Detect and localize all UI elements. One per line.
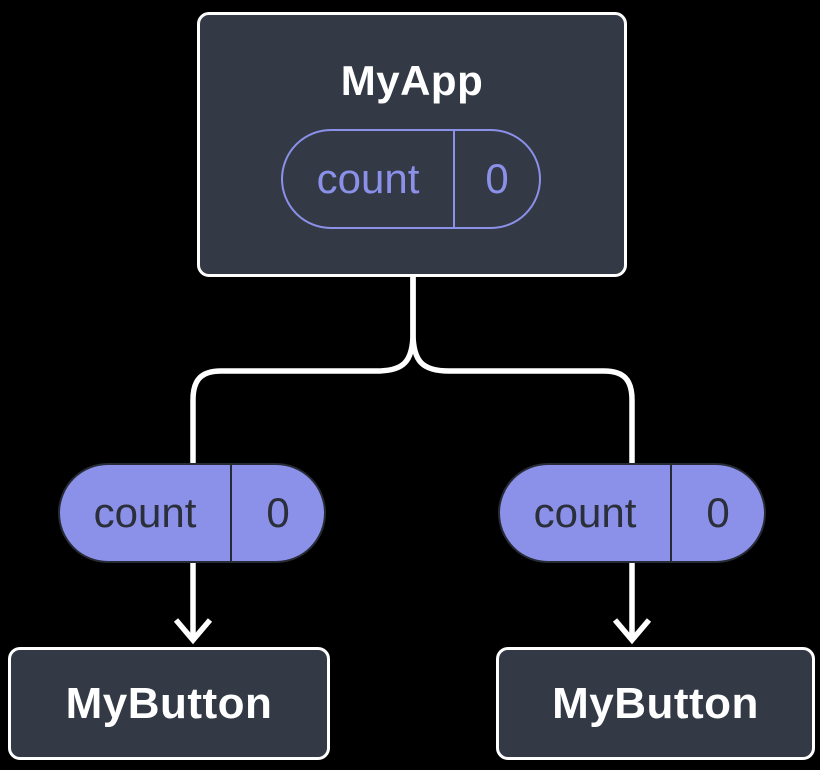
prop-pill-left: count 0 [58, 463, 326, 563]
root-component-node: MyApp count 0 [197, 12, 627, 277]
prop-name: count [500, 465, 672, 561]
fork-branch-right [410, 268, 635, 637]
prop-value: 0 [266, 489, 290, 536]
child-component-node-right: MyButton [496, 647, 815, 760]
state-pill: count 0 [281, 129, 541, 229]
prop-pill-right: count 0 [498, 463, 766, 563]
arrow-down-icon [173, 618, 213, 645]
state-value: 0 [485, 155, 509, 202]
arrow-down-icon [612, 618, 652, 645]
prop-value: 0 [706, 489, 730, 536]
child-component-title: MyButton [552, 678, 759, 728]
fork-branch-left [190, 268, 416, 637]
state-name: count [283, 131, 455, 227]
child-component-title: MyButton [65, 678, 273, 728]
child-component-node-left: MyButton [8, 647, 330, 760]
root-component-title: MyApp [340, 57, 484, 104]
prop-name: count [60, 465, 232, 561]
